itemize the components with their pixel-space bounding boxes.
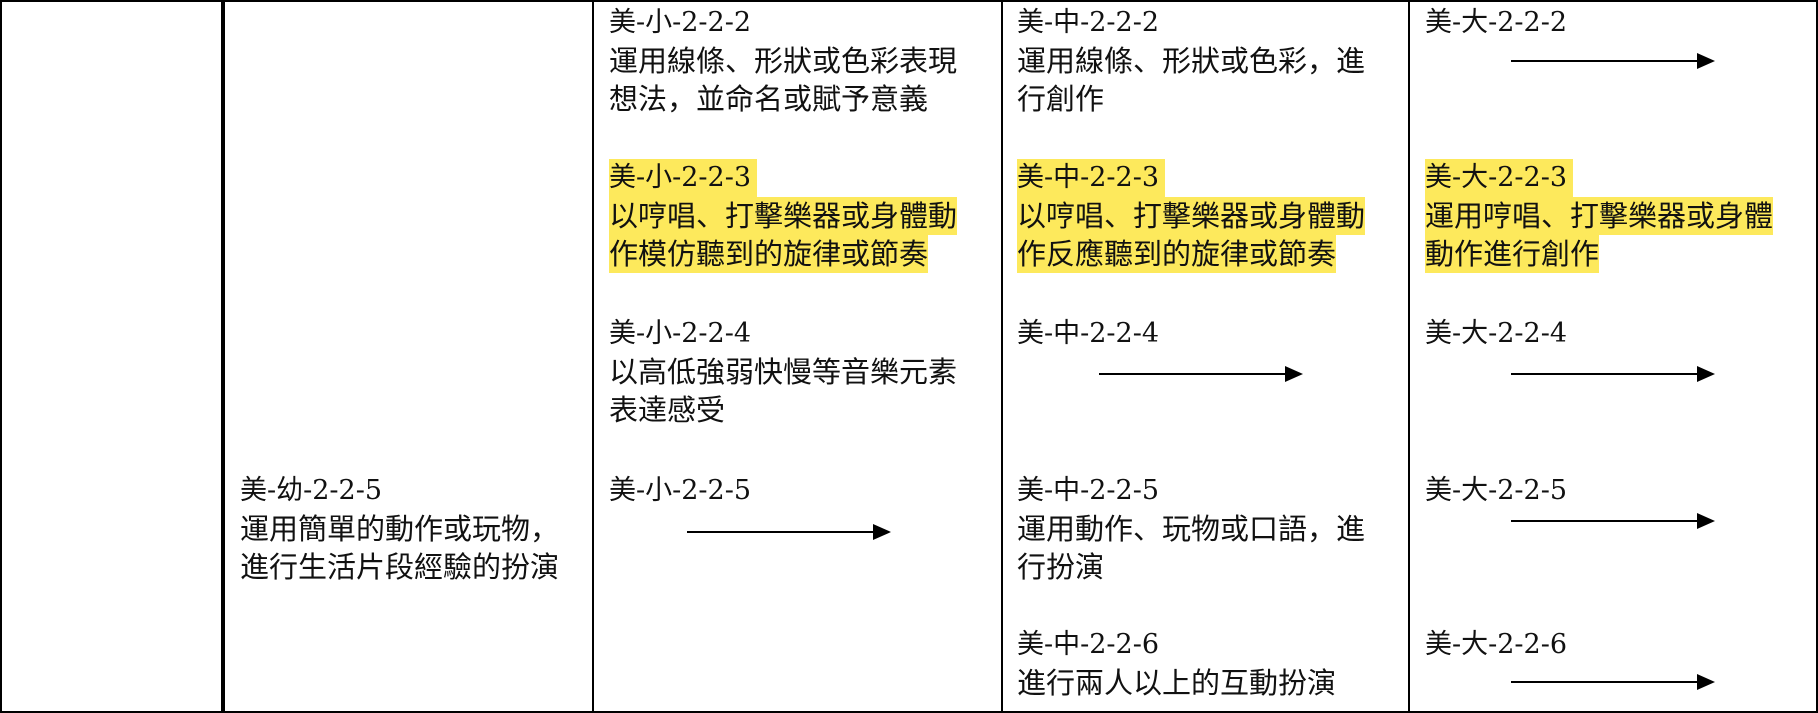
table-border-right	[1816, 0, 1818, 713]
indicator-code: 美-中-2-2-2	[1017, 7, 1160, 38]
indicator-large-2-2-2: 美-大-2-2-2	[1425, 4, 1573, 42]
indicator-code: 美-小-2-2-5	[609, 475, 752, 506]
arrow-right-icon	[1099, 366, 1303, 382]
indicator-description-highlighted: 以哼唱、打擊樂器或身體動 作模仿聽到的旋律或節奏	[609, 197, 958, 273]
indicator-code: 美-小-2-2-4	[609, 318, 752, 349]
indicator-code: 美-中-2-2-4	[1017, 318, 1160, 349]
indicator-code: 美-大-2-2-4	[1425, 318, 1568, 349]
indicator-middle-2-2-6: 美-中-2-2-6 進行兩人以上的互動扮演	[1017, 626, 1336, 702]
indicator-small-2-2-3: 美-小-2-2-3 以哼唱、打擊樂器或身體動 作模仿聽到的旋律或節奏	[609, 159, 958, 273]
indicator-middle-2-2-3: 美-中-2-2-3 以哼唱、打擊樂器或身體動 作反應聽到的旋律或節奏	[1017, 159, 1366, 273]
indicator-code: 美-中-2-2-5	[1017, 475, 1160, 506]
indicator-description-highlighted: 運用哼唱、打擊樂器或身體 動作進行創作	[1425, 197, 1774, 273]
indicator-code-highlighted: 美-小-2-2-3	[609, 159, 758, 197]
indicator-small-2-2-5: 美-小-2-2-5	[609, 472, 757, 510]
indicator-code: 美-大-2-2-2	[1425, 7, 1568, 38]
indicator-description: 運用線條、形狀或色彩表現 想法，並命名或賦予意義	[609, 44, 958, 116]
column-divider	[221, 0, 225, 713]
indicator-code: 美-中-2-2-6	[1017, 629, 1160, 660]
indicator-code-highlighted: 美-大-2-2-3	[1425, 159, 1574, 197]
arrow-right-icon	[687, 524, 891, 540]
indicator-code: 美-小-2-2-2	[609, 7, 752, 38]
arrow-right-icon	[1511, 513, 1715, 529]
indicator-code-highlighted: 美-中-2-2-3	[1017, 159, 1166, 197]
arrow-right-icon	[1511, 674, 1715, 690]
indicator-small-2-2-2: 美-小-2-2-2 運用線條、形狀或色彩表現 想法，並命名或賦予意義	[609, 4, 957, 118]
indicator-description: 運用動作、玩物或口語，進 行扮演	[1017, 512, 1366, 584]
indicator-code: 美-大-2-2-6	[1425, 629, 1568, 660]
indicator-large-2-2-6: 美-大-2-2-6	[1425, 626, 1573, 664]
column-divider	[1408, 0, 1410, 713]
indicator-middle-2-2-4: 美-中-2-2-4	[1017, 315, 1165, 353]
indicator-description-highlighted: 以哼唱、打擊樂器或身體動 作反應聽到的旋律或節奏	[1017, 197, 1366, 273]
indicator-middle-2-2-2: 美-中-2-2-2 運用線條、形狀或色彩，進 行創作	[1017, 4, 1365, 118]
indicator-small-2-2-4: 美-小-2-2-4 以高低強弱快慢等音樂元素 表達感受	[609, 315, 957, 429]
arrow-right-icon	[1511, 53, 1715, 69]
arrow-right-icon	[1511, 366, 1715, 382]
indicator-description: 進行兩人以上的互動扮演	[1017, 666, 1337, 700]
table-border-left	[0, 0, 2, 713]
indicator-code: 美-幼-2-2-5	[240, 475, 383, 506]
indicator-middle-2-2-5: 美-中-2-2-5 運用動作、玩物或口語，進 行扮演	[1017, 472, 1365, 586]
indicator-code: 美-大-2-2-5	[1425, 475, 1568, 506]
column-divider	[592, 0, 594, 713]
indicator-large-2-2-5: 美-大-2-2-5	[1425, 472, 1573, 510]
indicator-description: 運用線條、形狀或色彩，進 行創作	[1017, 44, 1366, 116]
table-border-top	[0, 0, 1818, 2]
indicator-description: 以高低強弱快慢等音樂元素 表達感受	[609, 355, 958, 427]
column-divider	[1001, 0, 1003, 713]
indicator-kindergarten-2-2-5: 美-幼-2-2-5 運用簡單的動作或玩物， 進行生活片段經驗的扮演	[240, 472, 559, 586]
table-border-bottom	[0, 711, 1818, 713]
indicator-large-2-2-4: 美-大-2-2-4	[1425, 315, 1573, 353]
indicator-large-2-2-3: 美-大-2-2-3 運用哼唱、打擊樂器或身體 動作進行創作	[1425, 159, 1774, 273]
indicator-description: 運用簡單的動作或玩物， 進行生活片段經驗的扮演	[240, 512, 560, 584]
